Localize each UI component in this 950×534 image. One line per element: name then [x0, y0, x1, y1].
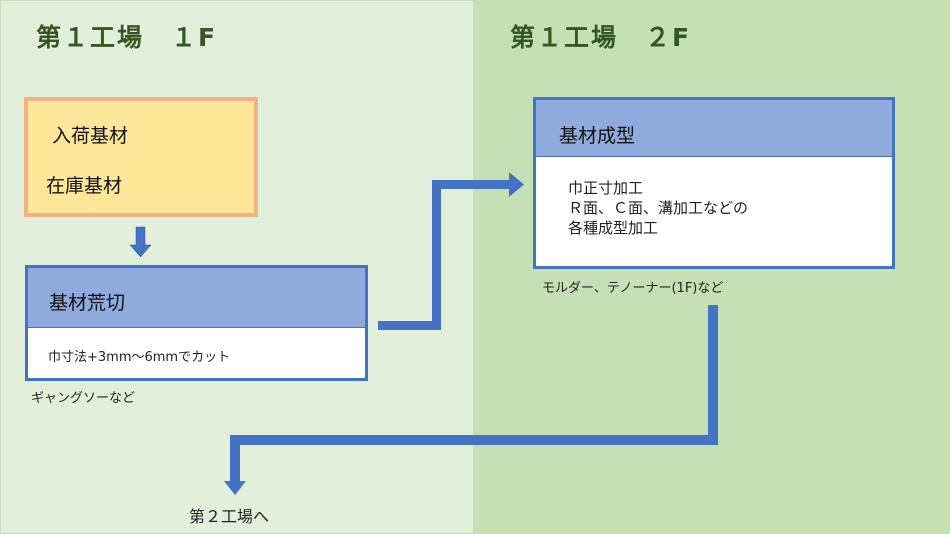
molding-detail: 巾正寸加工: [568, 179, 644, 197]
molding-note: モルダー、テノーナー(1F)など: [542, 281, 724, 296]
molding-detail: 各種成型加工: [568, 219, 659, 237]
rough-cut-detail: 巾寸法+3mm～6mmでカット: [48, 350, 231, 365]
rough-cut-box: 基材荒切 巾寸法+3mm～6mmでカット: [25, 265, 368, 381]
stock-box: 入荷基材 在庫基材: [24, 97, 258, 217]
incoming-material: 入荷基材: [52, 125, 129, 147]
molding-details: 巾正寸加工 Ｒ面、Ｃ面、溝加工などの 各種成型加工: [568, 178, 748, 238]
molding-title: 基材成型: [536, 100, 892, 157]
next-factory-label: 第２工場へ: [189, 507, 270, 526]
rough-cut-title: 基材荒切: [28, 268, 365, 328]
section-title-2f: 第１工場 ２F: [510, 23, 692, 52]
molding-detail: Ｒ面、Ｃ面、溝加工などの: [568, 199, 749, 217]
arrow-to-factory2: [224, 305, 718, 495]
stock-material: 在庫基材: [46, 175, 123, 197]
arrow-down-icon: [129, 226, 152, 258]
molding-box: 基材成型 巾正寸加工 Ｒ面、Ｃ面、溝加工などの 各種成型加工: [533, 97, 895, 269]
rough-cut-note: ギャングソーなど: [31, 391, 136, 406]
section-title-1f: 第１工場 １F: [36, 23, 218, 52]
arrow-to-2f: [378, 172, 524, 330]
